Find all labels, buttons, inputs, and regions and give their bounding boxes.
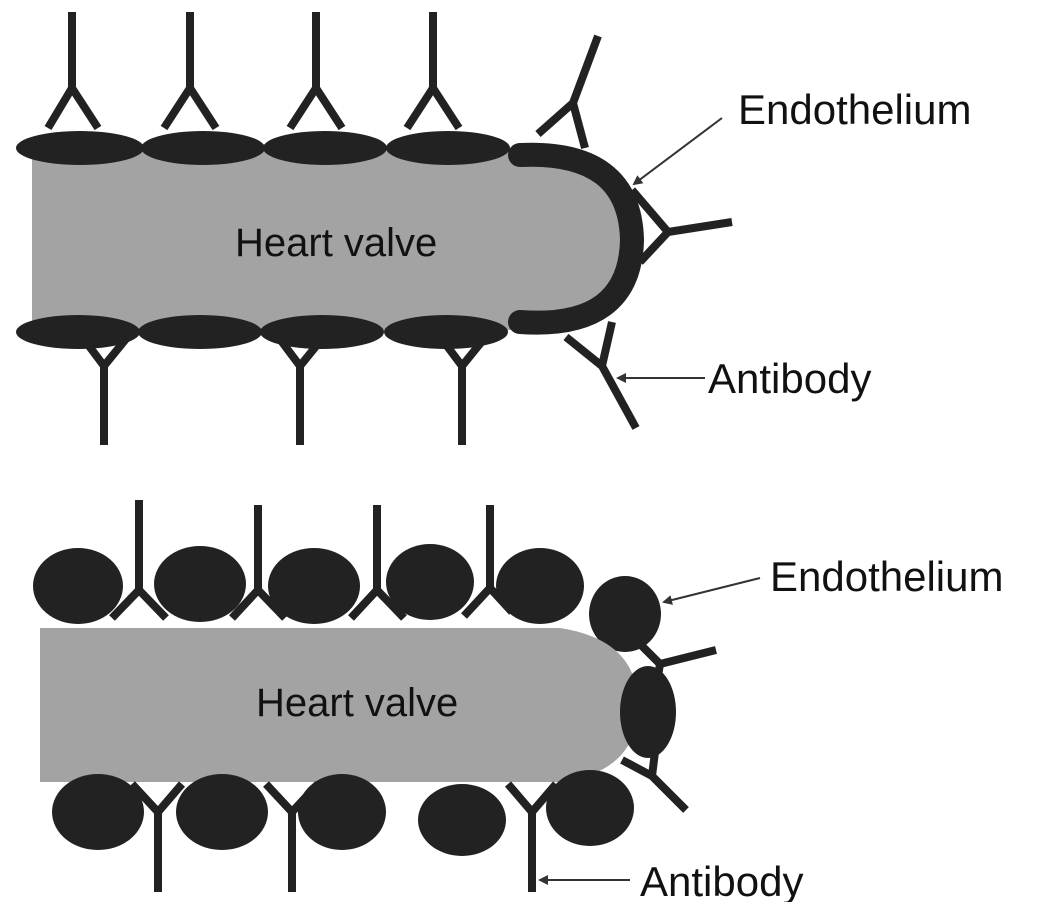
top-panel: Heart valve Endothelium Antibody	[16, 12, 971, 445]
antibody	[290, 12, 342, 128]
endothelium-label-top: Endothelium	[738, 86, 971, 133]
endothelial-cell	[33, 548, 123, 624]
antibody	[164, 12, 216, 128]
endothelium-arrow-bottom	[664, 578, 760, 602]
endothelial-cell	[418, 784, 506, 856]
endothelial-cell	[141, 131, 265, 165]
heart-valve-label-bottom: Heart valve	[256, 681, 458, 725]
antibody	[48, 12, 98, 128]
antibody	[276, 334, 326, 445]
antibody-label-bottom: Antibody	[640, 858, 803, 902]
endothelial-cell	[52, 774, 144, 850]
antibody	[407, 12, 459, 128]
antibody	[632, 190, 732, 262]
antibody	[112, 500, 166, 618]
endothelial-cell	[268, 548, 360, 624]
antibody-label-top: Antibody	[708, 355, 871, 402]
endothelial-cell	[298, 774, 386, 850]
endothelial-cell	[154, 546, 246, 622]
endothelial-cell	[16, 131, 144, 165]
endothelial-cell	[138, 315, 262, 349]
bottom-panel: Heart valve Endothelium Antibody	[33, 500, 1003, 902]
heart-valve-label-top: Heart valve	[235, 221, 437, 265]
endothelial-cell	[386, 544, 474, 620]
endothelial-cell	[496, 548, 584, 624]
endothelial-cell	[546, 770, 634, 846]
antibodies-top-upper	[48, 12, 459, 128]
antibody	[538, 36, 598, 148]
endothelial-cell	[263, 131, 387, 165]
antibody	[566, 322, 636, 428]
endothelial-cell	[176, 774, 268, 850]
antibody	[80, 334, 130, 445]
endothelium-label-bottom: Endothelium	[770, 553, 1003, 600]
endothelium-arrow-top	[634, 118, 722, 184]
endothelial-cell	[620, 666, 676, 758]
antibodies-top-lower	[80, 334, 488, 445]
endothelium-bottom-lower-row	[52, 770, 634, 856]
antibody	[438, 334, 488, 445]
endothelial-cell	[386, 131, 510, 165]
